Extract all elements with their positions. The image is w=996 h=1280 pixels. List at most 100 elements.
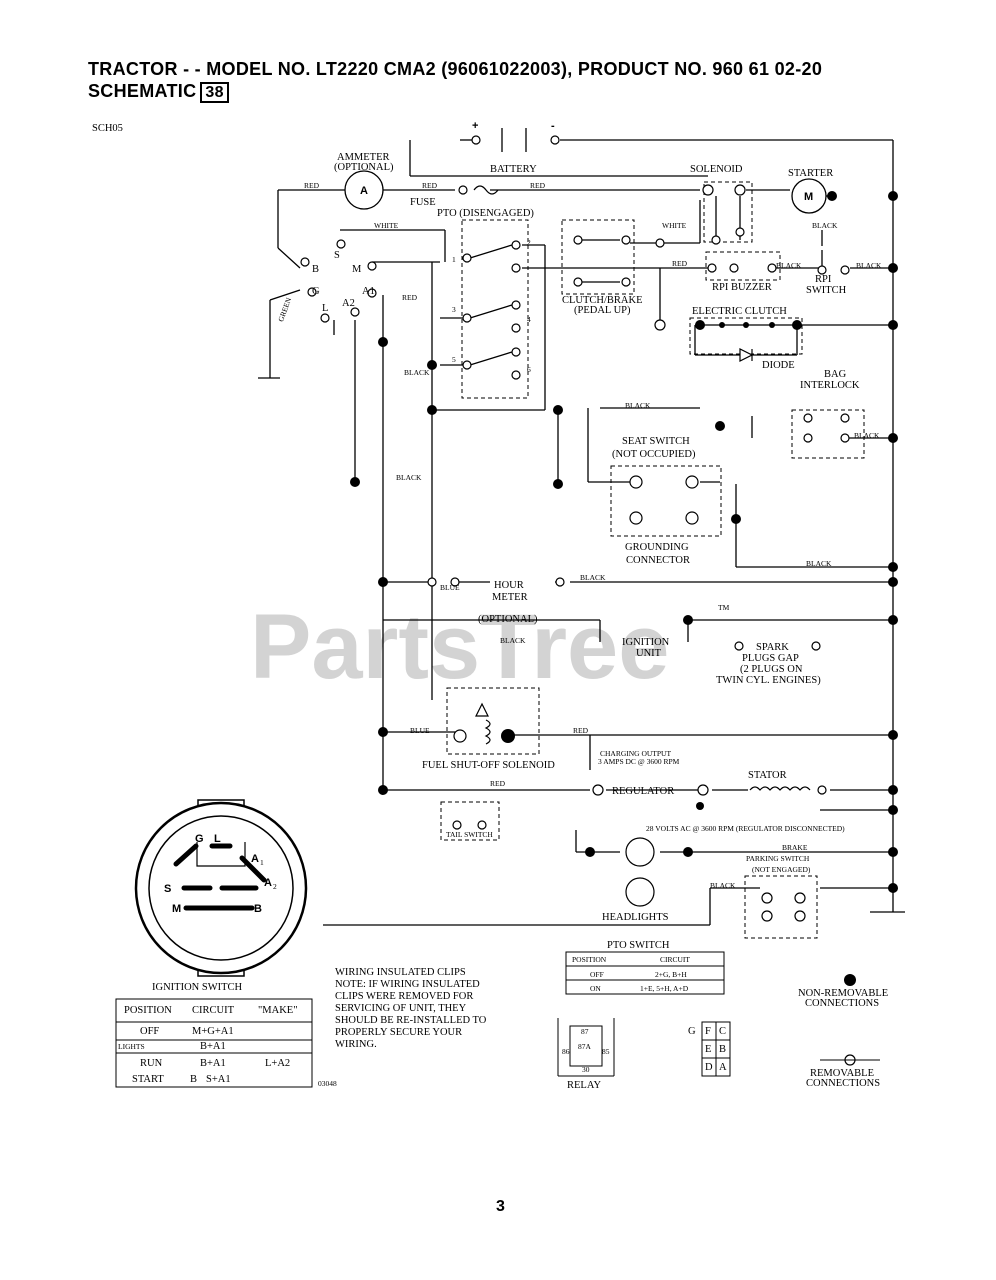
brake-switch-box — [744, 875, 818, 939]
bag-interlock-label-2: INTERLOCK — [800, 380, 860, 391]
legend-non-removable-2: CONNECTIONS — [805, 998, 879, 1009]
ign-term-g: G — [312, 286, 320, 297]
fuel-solenoid-coil-icon — [475, 702, 491, 745]
ign-table-r1c0: LIGHTS — [118, 1042, 145, 1051]
relay-label: RELAY — [567, 1080, 601, 1091]
ign-table-header-2: "MAKE" — [258, 1005, 298, 1016]
wire-label-blue-2: BLUE — [410, 726, 430, 735]
wire-label-red-7: RED — [490, 779, 506, 788]
pto-table-r0c0: OFF — [590, 970, 604, 979]
relay-diagram — [557, 1018, 615, 1077]
wires — [258, 128, 905, 926]
connector-diagram — [701, 1021, 731, 1077]
legend-removable-2: CONNECTIONS — [806, 1078, 880, 1089]
pto-term-3: 3 — [452, 305, 456, 314]
ign-face-a1: A — [251, 853, 259, 865]
wiring-note-6: PROPERLY SECURE YOUR — [335, 1027, 462, 1038]
watermark: PartsTree — [250, 596, 669, 698]
wire-label-black-8: BLACK — [806, 559, 832, 568]
pto-term-4: 4 — [527, 315, 531, 324]
fuel-solenoid-label: FUEL SHUT-OFF SOLENOID — [422, 760, 555, 771]
fuse-icon — [473, 185, 499, 195]
ammeter-label: AMMETER — [337, 152, 390, 163]
relay-p87: 87 — [581, 1027, 589, 1036]
ammeter-symbol: A — [360, 185, 368, 197]
meter-circles — [344, 170, 827, 214]
wiring-note-1: WIRING INSULATED CLIPS — [335, 967, 466, 978]
connector-c: C — [719, 1026, 726, 1037]
ign-table-r3c1: B — [190, 1074, 197, 1085]
tail-switch-label: TAIL SWITCH — [446, 830, 493, 839]
solenoid-box — [703, 181, 753, 243]
rpi-buzzer-label: RPI BUZZER — [712, 282, 772, 293]
hour-meter-label-3: (OPTIONAL) — [478, 614, 538, 625]
hour-meter-label-2: METER — [492, 592, 528, 603]
clutch-brake-label-2: (PEDAL UP) — [574, 305, 631, 316]
starter-motor-icon — [791, 178, 827, 214]
spark-label-1: SPARK — [756, 642, 789, 653]
ign-table-r2c1: B+A1 — [200, 1058, 226, 1069]
pto-term-1: 1 — [452, 255, 456, 264]
ignition-switch-label: IGNITION SWITCH — [152, 982, 243, 993]
pto-switch-title: PTO SWITCH — [607, 940, 670, 951]
legend-non-removable-1: NON-REMOVABLE — [798, 988, 888, 999]
wire-label-black-5: BLACK — [776, 261, 802, 270]
wire-label-blue-1: BLUE — [440, 583, 460, 592]
rpi-switch-label-1: RPI — [815, 274, 832, 285]
pto-term-5: 5 — [452, 355, 456, 364]
ign-table-r1c1: B+A1 — [200, 1041, 226, 1052]
wire-label-red-3: RED — [530, 181, 546, 190]
rpi-buzzer-box — [705, 251, 781, 281]
wire-label-black-6: BLACK — [856, 261, 882, 270]
pto-table-header-0: POSITION — [572, 955, 607, 964]
starter-label: STARTER — [788, 168, 833, 179]
wire-label-red-2: RED — [422, 181, 438, 190]
battery-label: BATTERY — [490, 164, 537, 175]
removable-connections — [300, 135, 856, 1066]
spark-label-2: PLUGS GAP — [742, 653, 799, 664]
ign-face-a1-sub: 1 — [260, 858, 264, 867]
pto-switch-table — [565, 951, 725, 995]
diagram-code: SCH05 — [92, 123, 123, 134]
pto-term-2: 2 — [527, 238, 531, 247]
wire-label-red-5: RED — [672, 259, 688, 268]
ign-table-r3c0: START — [132, 1074, 164, 1085]
ignition-unit-label-2: UNIT — [636, 648, 662, 659]
relay-p85: 85 — [602, 1047, 610, 1056]
wiring-note-5: SHOULD BE RE-INSTALLED TO — [335, 1015, 487, 1026]
pto-table-r1c1: 1+E, 5+H, A+D — [640, 984, 689, 993]
wire-label-red-1: RED — [304, 181, 320, 190]
watermark-tm: TM — [718, 603, 730, 612]
wire-label-black-1: BLACK — [404, 368, 430, 377]
tail-switch-box — [440, 801, 500, 841]
wire-label-red-6: RED — [573, 726, 589, 735]
ign-face-m: M — [172, 903, 181, 915]
charging-label-2: 3 AMPS DC @ 3600 RPM — [598, 757, 680, 766]
ign-term-l: L — [322, 303, 328, 314]
battery-positive: + — [472, 120, 478, 132]
wire-label-white-2: WHITE — [662, 221, 687, 230]
ign-table-header-0: POSITION — [124, 1005, 172, 1016]
ignition-unit-label-1: IGNITION — [622, 637, 670, 648]
ign-table-header-1: CIRCUIT — [192, 1005, 235, 1016]
ign-face-l: L — [214, 833, 221, 845]
wire-label-red-4: RED — [402, 293, 418, 302]
ammeter-icon — [344, 170, 384, 210]
wire-label-black-9: BLACK — [580, 573, 606, 582]
volts-note: 28 VOLTS AC @ 3600 RPM (REGULATOR DISCON… — [646, 824, 845, 833]
relay-p86: 86 — [562, 1047, 570, 1056]
charging-label-1: CHARGING OUTPUT — [600, 749, 671, 758]
legend-removable-1: REMOVABLE — [810, 1068, 874, 1079]
seat-switch-box — [610, 465, 722, 537]
connector-f: F — [705, 1026, 711, 1037]
pto-table-r0c1: 2+G, B+H — [655, 970, 687, 979]
wire-label-black-4: BLACK — [812, 221, 838, 230]
page-number: 3 — [496, 1198, 505, 1215]
clutch-brake-label-1: CLUTCH/BRAKE — [562, 295, 643, 306]
starter-symbol: M — [804, 191, 813, 203]
pto-table-header-1: CIRCUIT — [660, 955, 690, 964]
solenoid-label: SOLENOID — [690, 164, 743, 175]
ign-term-a1: A1 — [362, 286, 375, 297]
ammeter-optional: (OPTIONAL) — [334, 162, 394, 173]
